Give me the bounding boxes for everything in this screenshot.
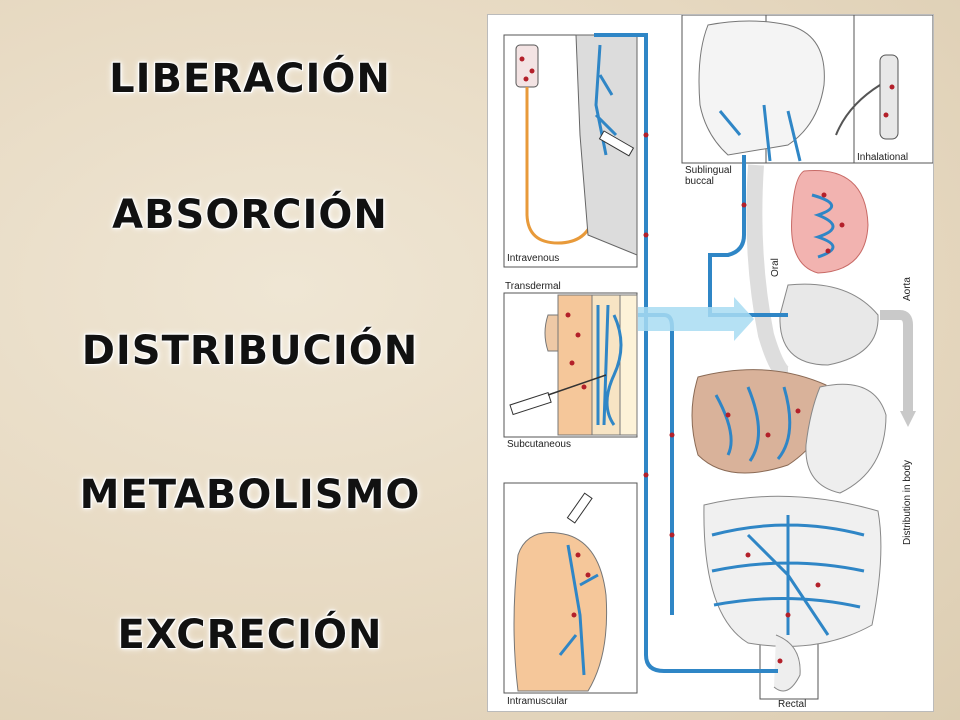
portal-vein (708, 155, 788, 317)
label-aorta: Aorta (902, 277, 913, 301)
label-intramuscular: Intramuscular (507, 696, 568, 707)
liver-vessels (714, 386, 792, 462)
intestines (703, 495, 882, 647)
label-inhalational: Inhalational (857, 152, 909, 163)
skin-capillaries (596, 304, 623, 426)
absorption-flow-arrow (638, 297, 754, 341)
label-oral: Oral (770, 258, 781, 277)
label-intravenous: Intravenous (507, 253, 560, 264)
label-sublingual: Sublingual (685, 165, 732, 176)
intramuscular-syringe (566, 492, 593, 524)
rectum (773, 634, 801, 692)
label-rectal: Rectal (778, 699, 807, 710)
stage-absorcion: ABSORCIÓN (112, 192, 388, 238)
pharmacokinetic-stages-list: LIBERACIÓN ABSORCIÓN DISTRIBUCIÓN METABO… (30, 40, 470, 680)
muscle-shape (513, 532, 608, 692)
stomach (805, 383, 887, 494)
iv-syringe (598, 130, 635, 157)
heart (779, 283, 879, 366)
stage-liberacion: LIBERACIÓN (109, 56, 391, 102)
transdermal-patch (544, 314, 559, 352)
stage-distribucion: DISTRIBUCIÓN (81, 328, 419, 374)
drug-particles (519, 56, 895, 664)
head-vessels (718, 104, 802, 162)
liver (691, 369, 828, 474)
skin-layer (557, 294, 593, 436)
muscle-vessels (558, 544, 599, 676)
stage-metabolismo: METABOLISMO (79, 472, 421, 518)
drug-administration-routes-figure: Intravenous Transdermal Subcutaneous Int… (487, 14, 934, 712)
mesenteric-vessels (711, 515, 865, 636)
lung-vessels (811, 193, 835, 259)
routes-illustration (503, 15, 933, 700)
oesophagus (746, 164, 791, 383)
needle (547, 374, 607, 396)
subcutis-layer (619, 294, 638, 436)
label-distribution-in-body: Distribution in body (902, 459, 913, 545)
label-buccal: buccal (685, 176, 714, 187)
inhaler-tube (835, 84, 881, 136)
subcutaneous-syringe (509, 392, 552, 416)
systemic-vein-middle (638, 313, 674, 615)
aorta-arrow (900, 411, 916, 427)
systemic-vein-left (594, 33, 778, 673)
aorta (880, 310, 913, 415)
gas-canister (879, 54, 899, 140)
label-transdermal: Transdermal (505, 281, 561, 292)
label-subcutaneous: Subcutaneous (507, 439, 571, 450)
stage-excrecion: EXCRECIÓN (117, 612, 383, 658)
